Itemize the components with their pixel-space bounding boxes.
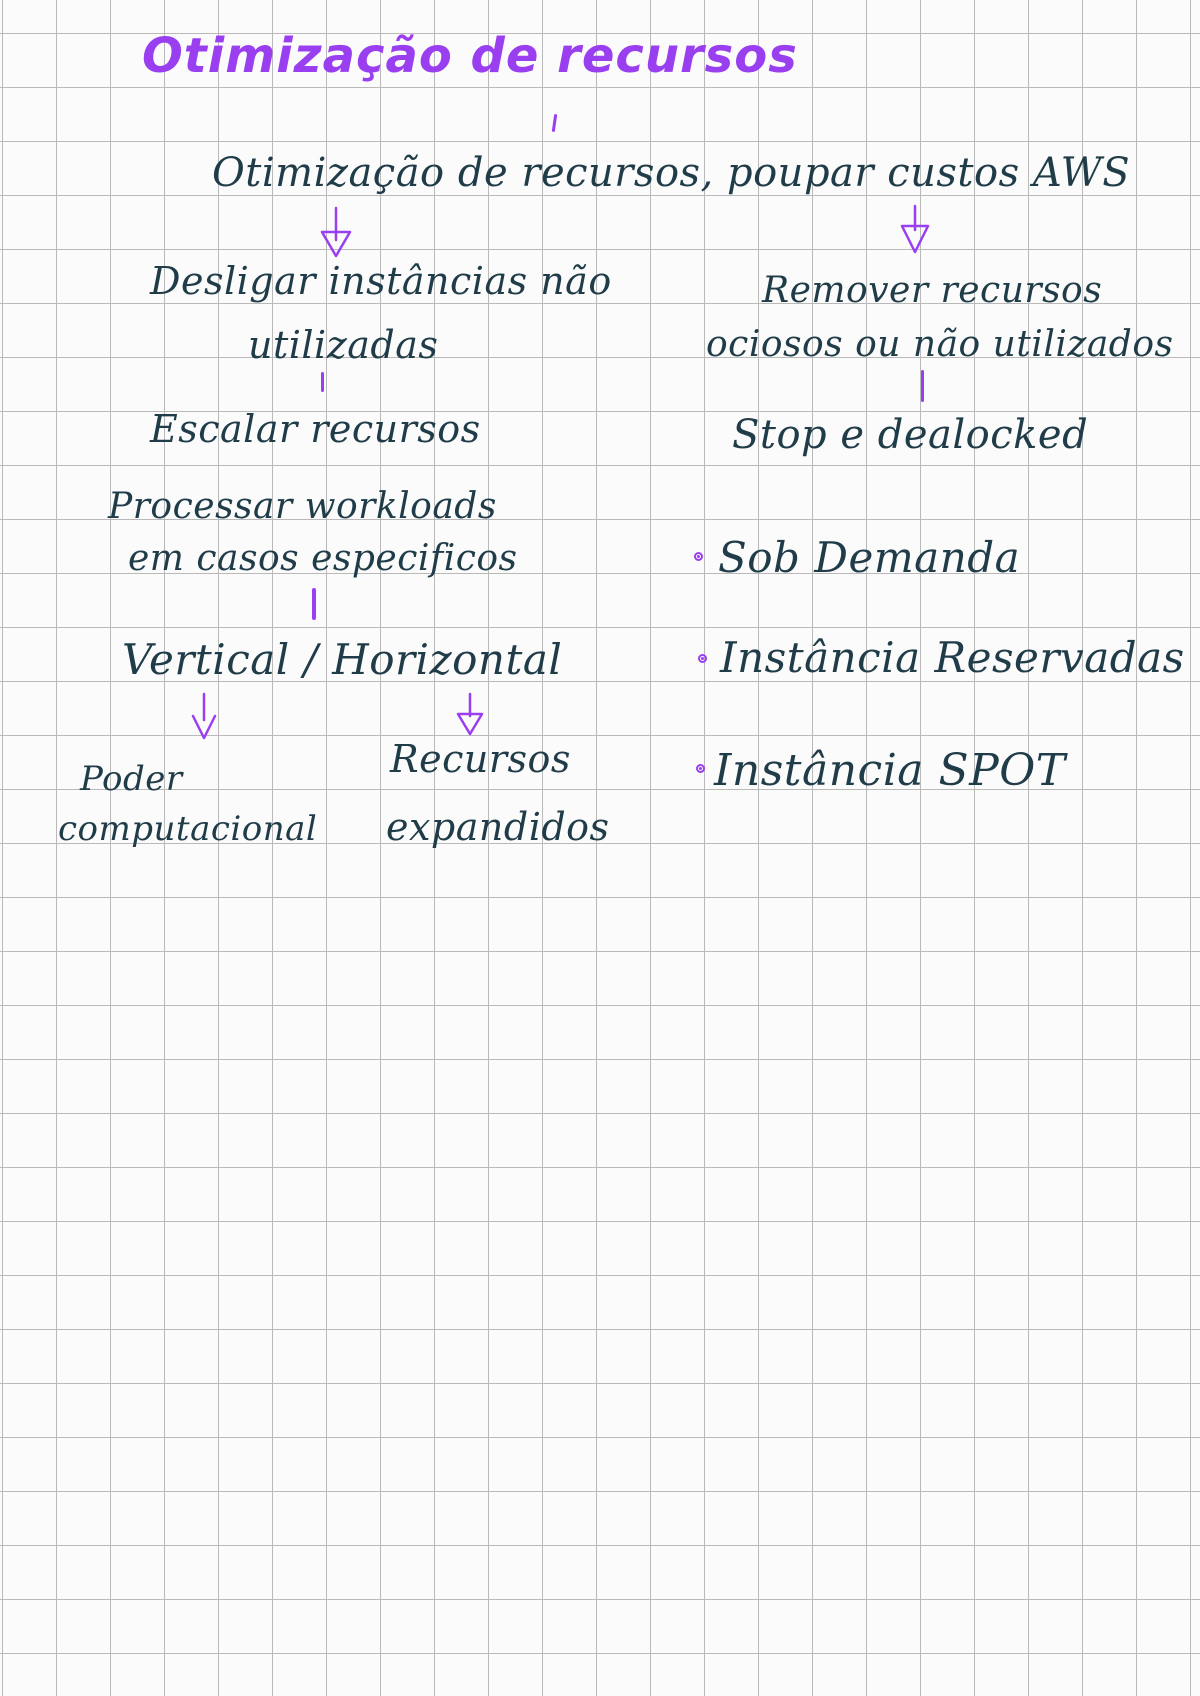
title-tick-mark <box>551 113 558 133</box>
bullet-dot-icon <box>694 552 703 561</box>
bullet-dot-icon <box>696 764 705 773</box>
horizontal-label-line-2: expandidos <box>386 805 610 849</box>
process-line-2: em casos especificos <box>128 538 518 579</box>
right-branch-line-1: Remover recursos <box>762 270 1103 311</box>
bullet-item: Sob Demanda <box>718 533 1021 582</box>
right-branch-tick <box>921 370 924 402</box>
vertical-horizontal: Vertical / Horizontal <box>122 635 563 684</box>
left-branch-line-2: utilizadas <box>248 323 439 367</box>
right-branch-line-2: ociosos ou não utilizados <box>706 324 1174 365</box>
scale-resources: Escalar recursos <box>150 407 481 451</box>
bullet-item: Instância Reservadas <box>720 633 1185 682</box>
process-line-1: Processar workloads <box>108 486 497 527</box>
left-branch-tick <box>321 372 324 392</box>
bullet-dot-icon <box>698 654 707 663</box>
arrow-down-icon-right <box>900 204 930 254</box>
process-tick <box>312 588 316 620</box>
arrow-down-icon-vertical <box>191 692 217 740</box>
bullet-item: Instância SPOT <box>714 745 1066 796</box>
arrow-down-icon-horizontal <box>456 692 484 736</box>
arrow-down-icon-left <box>320 206 352 258</box>
vertical-label-line-1: Poder <box>80 759 183 799</box>
left-branch-line-1: Desligar instâncias não <box>150 259 612 303</box>
stop-dealocked: Stop e dealocked <box>732 412 1089 458</box>
horizontal-label-line-1: Recursos <box>390 737 571 781</box>
page-title: Otimização de recursos <box>142 28 798 84</box>
vertical-label-line-2: computacional <box>58 809 318 849</box>
subtitle: Otimização de recursos, poupar custos AW… <box>212 150 1131 196</box>
